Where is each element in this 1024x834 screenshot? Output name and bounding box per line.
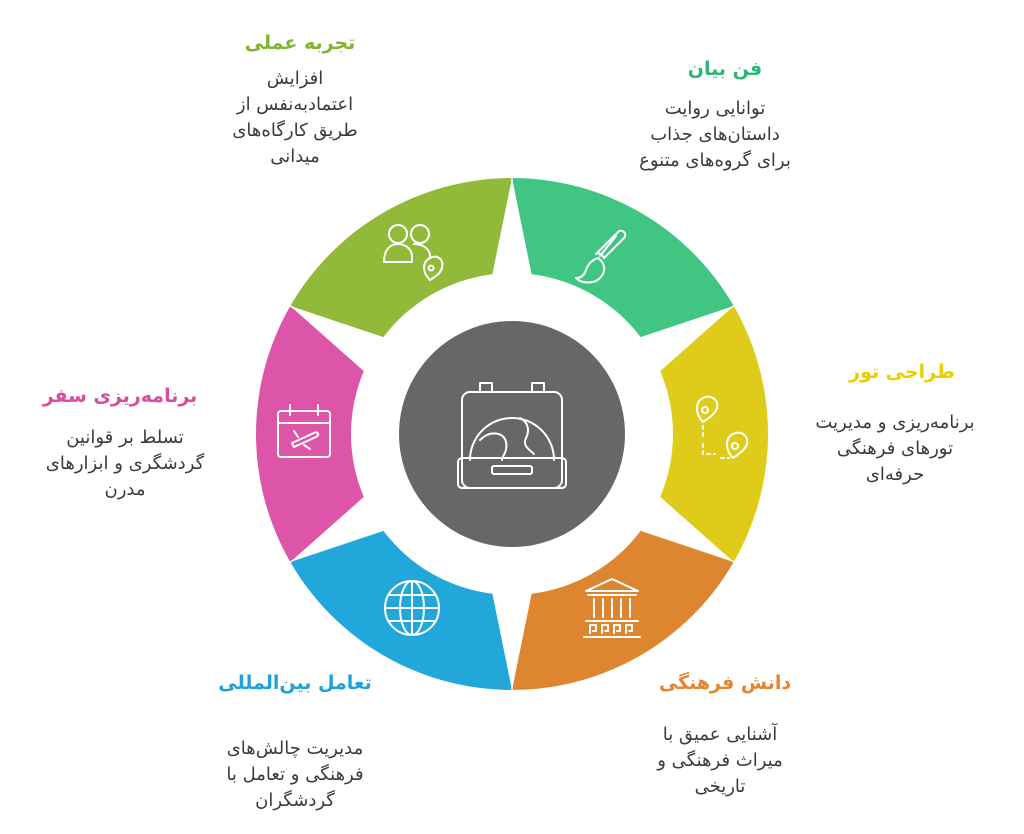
skill-desc-storytelling: توانایی روایت داستان‌های جذاب برای گروه‌… — [639, 98, 791, 171]
segment-practical-experience — [290, 178, 512, 338]
segment-divider — [288, 508, 382, 564]
skill-desc-cultural-knowledge: آشنایی عمیق با میراث فرهنگی و تاریخی — [657, 724, 783, 797]
skill-title-tour-design: طراحی تور — [849, 361, 955, 383]
skill-title-cultural-knowledge: دانش فرهنگی — [658, 672, 792, 694]
suitcase-globe-icon — [457, 382, 567, 489]
route-pins-icon — [696, 395, 749, 459]
segment-cultural-knowledge — [512, 530, 734, 690]
segment-tour-design — [660, 306, 768, 562]
globe-icon — [384, 580, 440, 636]
center-hub — [399, 321, 625, 547]
segment-storytelling — [512, 178, 734, 338]
segment-international-interaction — [290, 530, 512, 690]
skill-title-trip-planning: برنامه‌ریزی سفر — [42, 385, 198, 407]
skill-title-storytelling: فن بیان — [687, 58, 763, 80]
skill-desc-trip-planning: تسلط بر قوانین گردشگری و ابزارهای مدرن — [45, 427, 205, 500]
skill-title-international-interaction: تعامل بین‌المللی — [218, 672, 372, 694]
people-location-icon — [383, 224, 444, 281]
brush-icon — [575, 229, 627, 284]
segment-divider — [642, 304, 736, 360]
skill-title-practical-experience: تجربه عملی — [244, 32, 356, 54]
segment-divider — [288, 304, 382, 360]
skill-desc-tour-design: برنامه‌ریزی و مدیریت تورهای فرهنگی حرفه‌… — [815, 412, 975, 485]
calendar-plane-icon — [277, 404, 331, 458]
skill-desc-practical-experience: افزایش اعتمادبه‌نفس از طریق کارگاه‌های م… — [232, 68, 358, 167]
segment-divider — [642, 508, 736, 564]
museum-icon — [583, 578, 641, 638]
skill-desc-international-interaction: مدیریت چالش‌های فرهنگی و تعامل با گردشگر… — [226, 738, 364, 811]
